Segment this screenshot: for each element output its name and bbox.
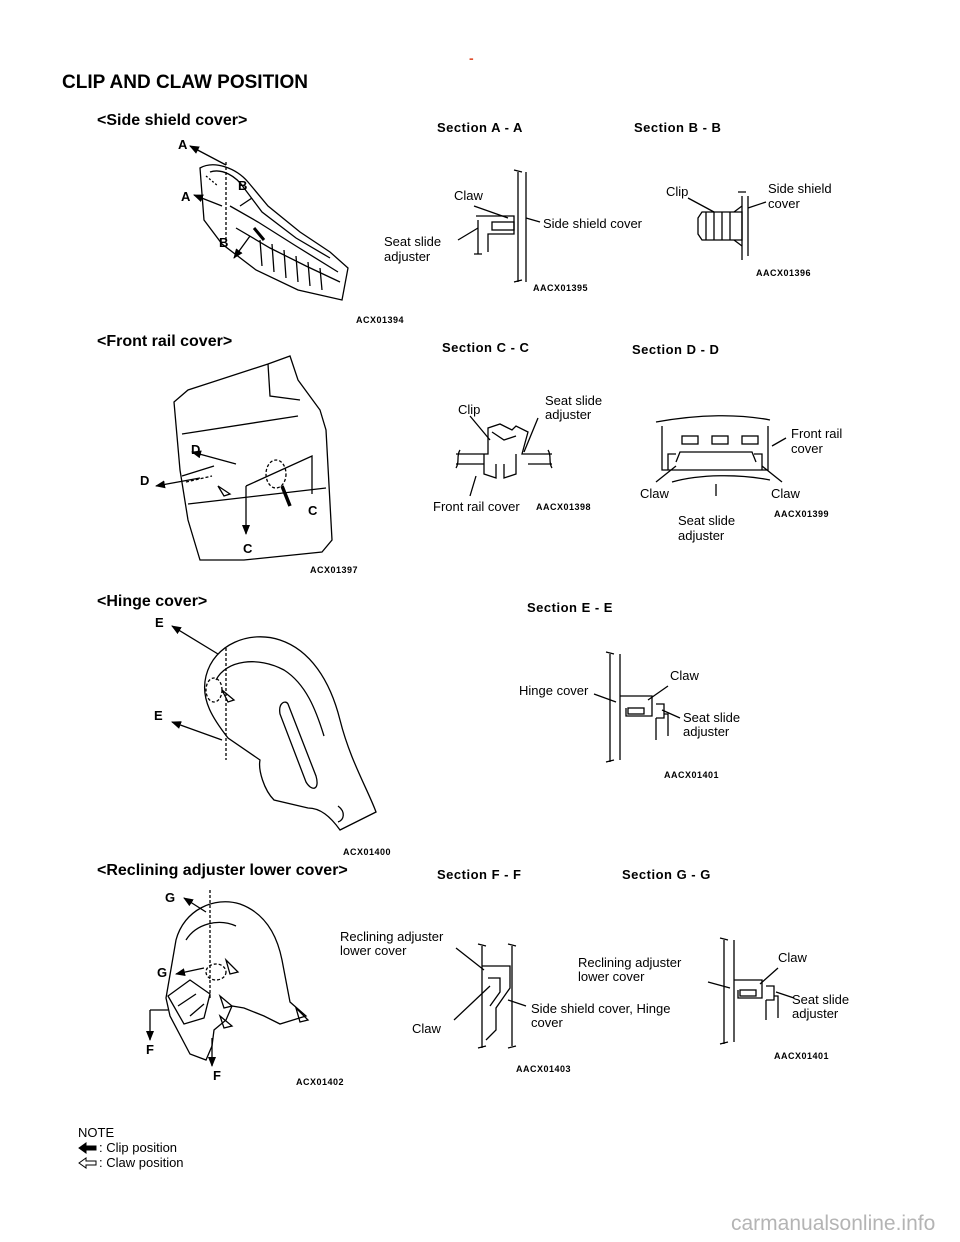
filled-arrow-icon <box>78 1142 97 1154</box>
section-aa-adjuster-label-1: Seat slide <box>384 234 442 249</box>
section-dd-claw-right-label: Claw <box>771 486 800 501</box>
section-dd-code: AACX01399 <box>774 509 830 519</box>
section-gg-adjuster-label-1: Seat slide <box>792 992 850 1007</box>
section-ee-adjuster-label-1: Seat slide <box>683 710 741 725</box>
cut-letter-d-left: D <box>140 473 150 488</box>
hinge-heading: <Hinge cover> <box>97 593 208 610</box>
header-dash: - <box>469 50 474 66</box>
section-aa-cover-label: Side shield cover <box>543 216 642 231</box>
section-aa-adjuster-label-2: adjuster <box>384 249 431 264</box>
cut-letter-c-right: C <box>308 503 318 518</box>
figure-code-side-shield: ACX01394 <box>356 315 405 325</box>
side-shield-cover-drawing <box>189 145 349 301</box>
section-ff-drawing <box>453 943 527 1049</box>
section-ff-code: AACX01403 <box>516 1064 572 1074</box>
section-cc-drawing <box>455 415 553 497</box>
section-ff-claw-label: Claw <box>412 1021 441 1036</box>
side-shield-heading: <Side shield cover> <box>97 112 248 129</box>
front-rail-cover-drawing <box>155 355 333 561</box>
section-dd-claw-left-label: Claw <box>640 486 669 501</box>
section-cc-adjuster-label-1: Seat slide <box>545 393 603 408</box>
section-bb-cover-label-1: Side shield <box>768 181 832 196</box>
section-bb-drawing <box>687 191 767 260</box>
figure-code-reclining: ACX01402 <box>296 1077 345 1087</box>
cut-letter-f-bottom: F <box>213 1068 221 1083</box>
section-ff-title: Section F - F <box>437 867 522 882</box>
reclining-heading: <Reclining adjuster lower cover> <box>97 862 348 879</box>
section-ff-other-label-1: Side shield cover, Hinge <box>531 1001 671 1016</box>
cut-letter-a-bottom: A <box>181 189 191 204</box>
section-gg-drawing <box>707 937 795 1045</box>
section-ff-other-label-2: cover <box>531 1015 563 1030</box>
cut-letter-e-top: E <box>155 615 164 630</box>
note-claw-legend: : Claw position <box>99 1155 184 1170</box>
section-aa-drawing <box>457 169 541 283</box>
note-clip-legend: : Clip position <box>99 1140 178 1155</box>
section-dd-cover-label-2: cover <box>791 441 823 456</box>
reclining-cover-drawing <box>146 890 310 1067</box>
section-ff-cover-label-2: lower cover <box>340 943 407 958</box>
section-dd-drawing <box>655 415 787 496</box>
cut-letter-d-top: D <box>191 442 201 457</box>
section-gg-cover-label-1: Reclining adjuster <box>578 955 682 970</box>
section-cc-title: Section C - C <box>442 340 530 355</box>
section-ff-cover-label-1: Reclining adjuster <box>340 929 444 944</box>
section-bb-code: AACX01396 <box>756 268 812 278</box>
section-bb-clip-label: Clip <box>666 184 689 199</box>
figure-code-front-rail: ACX01397 <box>310 565 359 575</box>
section-aa-title: Section A - A <box>437 120 523 135</box>
section-gg-adjuster-label-2: adjuster <box>792 1006 839 1021</box>
watermark-text: carmanualsonline.info <box>731 1212 936 1235</box>
cut-letter-c-bottom: C <box>243 541 253 556</box>
section-ee-cover-label: Hinge cover <box>519 683 589 698</box>
section-dd-cover-label-1: Front rail <box>791 426 843 441</box>
section-dd-title: Section D - D <box>632 342 720 357</box>
cut-letter-b-bottom: B <box>219 235 229 250</box>
figure-code-hinge: ACX01400 <box>343 847 392 857</box>
cut-letter-e-bottom: E <box>154 708 163 723</box>
front-rail-heading: <Front rail cover> <box>97 333 233 350</box>
section-ee-code: AACX01401 <box>664 770 720 780</box>
outline-arrow-icon <box>78 1157 97 1169</box>
section-cc-adjuster-label-2: adjuster <box>545 407 592 422</box>
section-dd-adjuster-label-2: adjuster <box>678 528 725 543</box>
cut-letter-a-top: A <box>178 137 188 152</box>
section-dd-adjuster-label-1: Seat slide <box>678 513 736 528</box>
hinge-cover-drawing <box>171 625 377 831</box>
section-gg-code: AACX01401 <box>774 1051 830 1061</box>
note-title: NOTE <box>78 1125 115 1140</box>
cut-letter-g-top: G <box>165 890 176 905</box>
section-cc-cover-label: Front rail cover <box>433 499 520 514</box>
section-ee-adjuster-label-2: adjuster <box>683 724 730 739</box>
section-aa-claw-label: Claw <box>454 188 483 203</box>
cut-letter-g-middle: G <box>157 965 168 980</box>
section-bb-title: Section B - B <box>634 120 722 135</box>
section-gg-title: Section G - G <box>622 867 711 882</box>
section-ee-title: Section E - E <box>527 600 613 615</box>
section-gg-cover-label-2: lower cover <box>578 969 645 984</box>
cut-letter-f-left: F <box>146 1042 154 1057</box>
section-aa-code: AACX01395 <box>533 283 589 293</box>
cut-letter-b-top: B <box>238 178 248 193</box>
page-title: CLIP AND CLAW POSITION <box>62 72 308 93</box>
section-cc-code: AACX01398 <box>536 502 592 512</box>
section-ee-drawing <box>593 651 681 763</box>
section-bb-cover-label-2: cover <box>768 196 800 211</box>
section-ee-claw-label: Claw <box>670 668 699 683</box>
section-cc-clip-label: Clip <box>458 402 481 417</box>
section-gg-claw-label: Claw <box>778 950 807 965</box>
